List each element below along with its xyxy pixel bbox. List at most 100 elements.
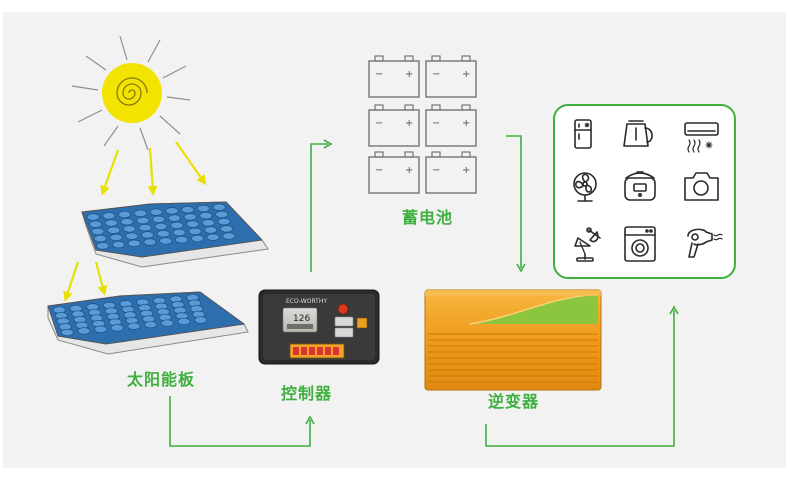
solar-panel-label: 太阳能板 bbox=[127, 370, 196, 389]
battery-icon: −+ bbox=[425, 151, 477, 194]
solar-cell bbox=[190, 234, 204, 243]
solar-cell bbox=[143, 238, 157, 246]
battery-bank: −+−+−+−+−+−+ bbox=[368, 55, 477, 194]
solar-cell bbox=[212, 203, 226, 211]
solar-cell bbox=[141, 231, 155, 239]
solar-cell bbox=[133, 209, 147, 217]
flow-controller-to-battery bbox=[310, 139, 333, 272]
battery-icon: −+ bbox=[425, 55, 477, 98]
flow-panel-to-controller bbox=[169, 396, 315, 447]
battery-terminal-sign: − bbox=[375, 69, 383, 80]
battery-icon: −+ bbox=[368, 104, 420, 147]
kettle-icon bbox=[623, 120, 653, 147]
camera-icon bbox=[684, 172, 719, 201]
solar-cell bbox=[104, 219, 118, 227]
battery-icon: −+ bbox=[368, 151, 420, 194]
solar-cell bbox=[177, 317, 191, 326]
solar-cell bbox=[156, 230, 170, 238]
solar-cell bbox=[120, 218, 134, 226]
controller-brand: ECO-WORTHY bbox=[286, 298, 327, 305]
solar-cell bbox=[149, 208, 163, 216]
solar-cell bbox=[194, 316, 208, 324]
solar-cell bbox=[118, 210, 132, 219]
controller-label: 控制器 bbox=[281, 384, 333, 403]
flow-battery-to-inverter bbox=[506, 135, 526, 273]
solar-cell bbox=[219, 225, 234, 233]
refrigerator-icon bbox=[574, 119, 592, 149]
solar-cell bbox=[127, 322, 141, 330]
inverter bbox=[424, 289, 602, 391]
solar-cell bbox=[186, 220, 200, 228]
solar-cell bbox=[175, 236, 189, 244]
battery-terminal-sign: − bbox=[375, 118, 383, 129]
solar-panel-lower bbox=[47, 291, 249, 355]
sun bbox=[71, 35, 191, 151]
battery-terminal-sign: + bbox=[405, 69, 413, 80]
battery-icon: −+ bbox=[425, 104, 477, 147]
solar-cell bbox=[152, 215, 166, 223]
sun-rays bbox=[63, 141, 207, 302]
battery-icon: −+ bbox=[368, 55, 420, 98]
solar-cell bbox=[110, 324, 124, 332]
solar-cell bbox=[217, 217, 231, 226]
solar-cell bbox=[107, 226, 121, 234]
solar-cell bbox=[86, 213, 100, 221]
desk-lamp-icon bbox=[574, 227, 601, 262]
inverter-label: 逆变器 bbox=[488, 392, 540, 411]
battery-terminal-sign: + bbox=[405, 165, 413, 176]
solar-cell bbox=[222, 232, 236, 240]
battery-terminal-sign: + bbox=[462, 118, 470, 129]
solar-cell bbox=[127, 239, 141, 247]
solar-cell bbox=[136, 216, 150, 225]
solar-cell bbox=[93, 234, 107, 243]
controller-lcd-reading: 126 bbox=[293, 314, 310, 324]
solar-cell bbox=[154, 222, 168, 231]
solar-cell bbox=[77, 327, 91, 335]
solar-cell bbox=[138, 224, 152, 232]
solar-cell bbox=[144, 320, 158, 329]
solar-cell bbox=[159, 237, 173, 245]
solar-cell bbox=[91, 227, 105, 236]
charge-controller: ECO-WORTHY 126 bbox=[258, 289, 380, 365]
solar-cell bbox=[206, 233, 220, 241]
battery-label: 蓄电池 bbox=[402, 208, 454, 227]
solar-cell bbox=[188, 227, 202, 235]
flow-inverter-to-appliances bbox=[485, 305, 679, 447]
battery-terminal-sign: − bbox=[432, 69, 440, 80]
washing-machine-icon bbox=[624, 226, 656, 262]
battery-terminal-sign: + bbox=[405, 118, 413, 129]
solar-cell bbox=[181, 206, 195, 214]
solar-panel-upper bbox=[81, 201, 269, 268]
solar-cell bbox=[160, 319, 174, 327]
solar-cell bbox=[165, 207, 179, 215]
solar-cell bbox=[109, 233, 123, 242]
solar-cell bbox=[94, 325, 108, 333]
air-conditioner-icon bbox=[684, 122, 719, 153]
solar-cell bbox=[183, 213, 197, 221]
solar-cell bbox=[96, 242, 110, 250]
solar-cell bbox=[60, 328, 74, 337]
solar-cell bbox=[125, 232, 139, 240]
solar-cell bbox=[170, 221, 184, 229]
solar-cell bbox=[196, 204, 211, 213]
battery-terminal-sign: − bbox=[432, 118, 440, 129]
battery-terminal-sign: − bbox=[375, 165, 383, 176]
solar-cell bbox=[111, 240, 126, 249]
fan-icon bbox=[573, 172, 597, 202]
solar-cell bbox=[172, 228, 186, 237]
battery-terminal-sign: − bbox=[432, 165, 440, 176]
rice-cooker-icon bbox=[624, 171, 656, 201]
solar-cell bbox=[201, 219, 215, 227]
solar-cell bbox=[122, 225, 136, 233]
solar-cell bbox=[88, 220, 103, 228]
solar-cell bbox=[199, 211, 213, 220]
battery-terminal-sign: + bbox=[462, 165, 470, 176]
solar-cell bbox=[167, 214, 181, 222]
solar-cell bbox=[204, 226, 218, 234]
hair-dryer-icon bbox=[687, 228, 723, 258]
solar-cell bbox=[215, 210, 229, 219]
solar-cell bbox=[102, 212, 116, 220]
battery-terminal-sign: + bbox=[462, 69, 470, 80]
